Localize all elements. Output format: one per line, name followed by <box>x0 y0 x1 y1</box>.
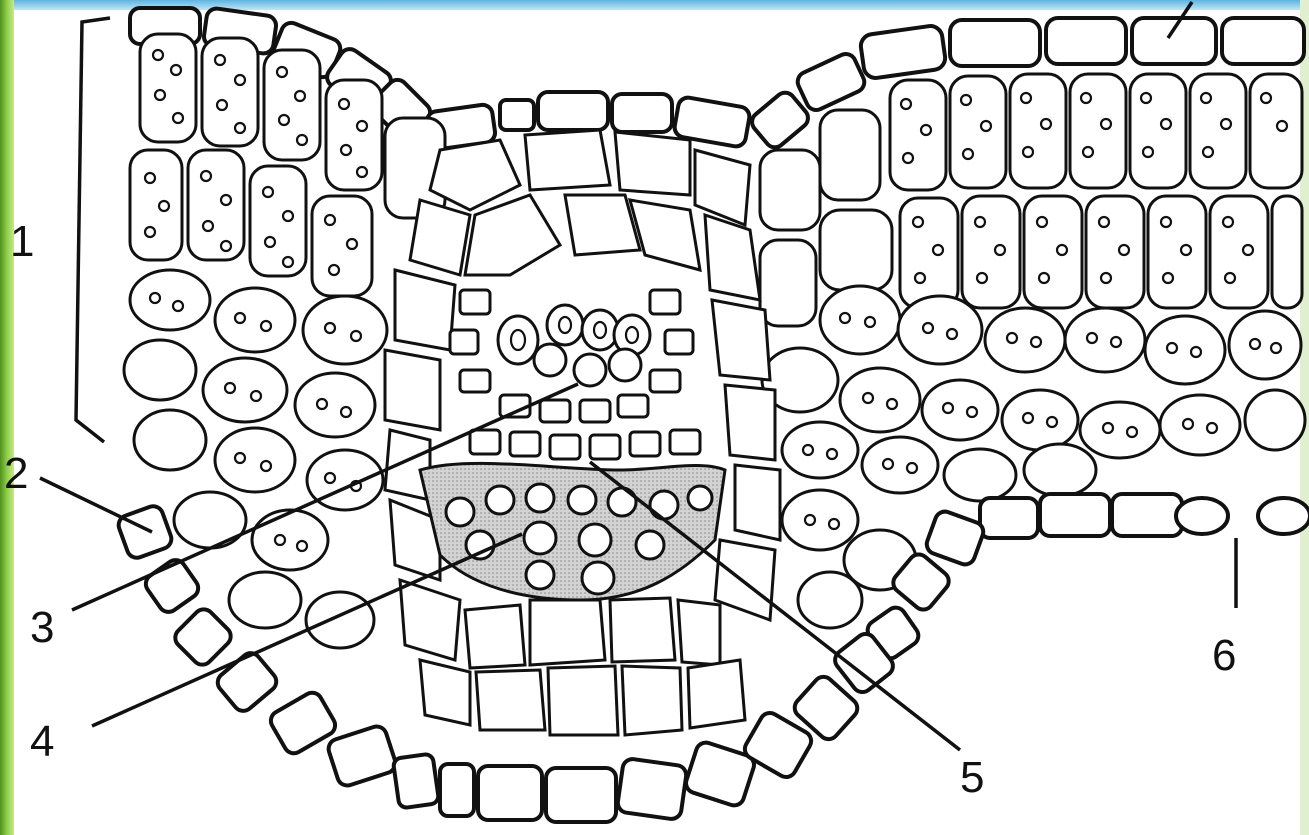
label-3: 3 <box>30 603 54 652</box>
xylem-vessel <box>534 344 566 376</box>
xylem-vessel <box>582 310 618 350</box>
left-color-border <box>0 0 14 835</box>
guard-cell-right <box>1258 498 1309 534</box>
xylem-vessel <box>547 305 583 345</box>
label-6: 6 <box>1212 631 1236 680</box>
label-5: 5 <box>960 753 984 802</box>
guard-cell-left <box>1176 498 1228 534</box>
label-1: 1 <box>10 217 34 266</box>
label-4: 4 <box>30 717 54 766</box>
xylem-vessel <box>498 316 538 364</box>
label-2: 2 <box>4 449 28 498</box>
xylem-vessel <box>609 349 641 381</box>
xylem-vessel <box>574 354 606 386</box>
